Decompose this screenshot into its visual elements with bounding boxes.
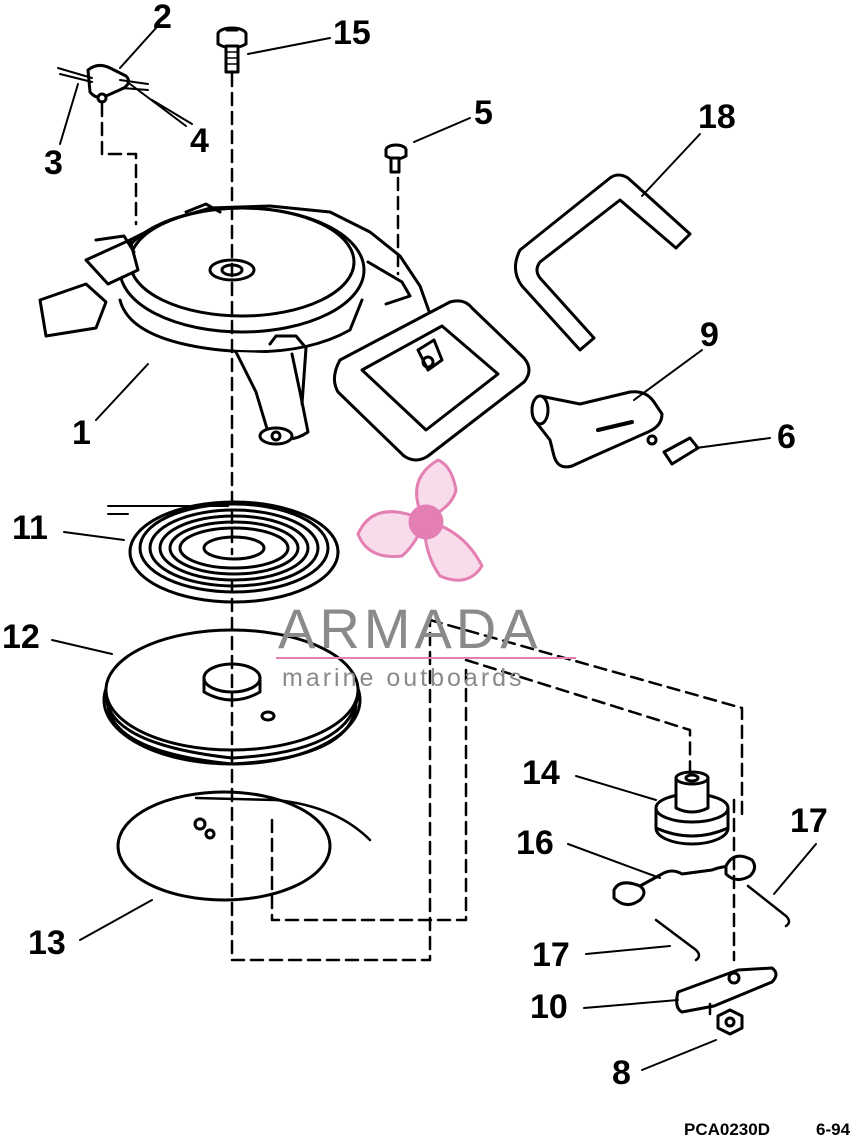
callout-5: 5 <box>474 94 493 132</box>
callout-3: 3 <box>44 144 63 182</box>
assembly-lines <box>100 72 744 1016</box>
watermark-propeller-logo <box>276 458 576 659</box>
part-8-nut <box>716 1008 744 1036</box>
callout-11: 11 <box>12 509 48 547</box>
callout-8: 8 <box>612 1054 631 1092</box>
callout-1: 1 <box>72 414 91 452</box>
part-11-spring <box>107 500 340 604</box>
callout-17-left: 17 <box>532 936 570 974</box>
part-14-pivot <box>654 770 730 846</box>
callout-12: 12 <box>2 618 40 656</box>
part-6-insert <box>646 434 700 466</box>
part-9-handle <box>530 390 664 469</box>
callout-13: 13 <box>28 924 66 962</box>
part-1-housing <box>38 202 531 462</box>
callout-14: 14 <box>522 754 560 792</box>
part-17-springs <box>654 884 791 962</box>
part-5-screw <box>384 143 408 174</box>
watermark-tagline: marine outboards <box>282 664 525 692</box>
part-18-rope <box>514 173 692 352</box>
callout-10: 10 <box>530 988 568 1026</box>
callout-17-right: 17 <box>790 802 828 840</box>
part-15-screw <box>216 26 248 74</box>
callout-2: 2 <box>153 0 172 36</box>
callout-6: 6 <box>777 418 796 456</box>
callout-18: 18 <box>698 98 736 136</box>
callout-15: 15 <box>333 14 371 52</box>
watermark-brand: ARMADA <box>278 597 542 660</box>
diagram-date: 6-94 <box>816 1120 851 1139</box>
callout-4: 4 <box>190 122 209 160</box>
callout-9: 9 <box>700 316 719 354</box>
part-13-starter-rope <box>116 790 372 902</box>
part-2-clip <box>57 63 149 104</box>
callout-16: 16 <box>516 824 554 862</box>
leader-lines <box>51 27 817 1071</box>
part-10-pawl <box>675 966 778 1014</box>
diagram-code: PCA0230D <box>684 1120 770 1139</box>
